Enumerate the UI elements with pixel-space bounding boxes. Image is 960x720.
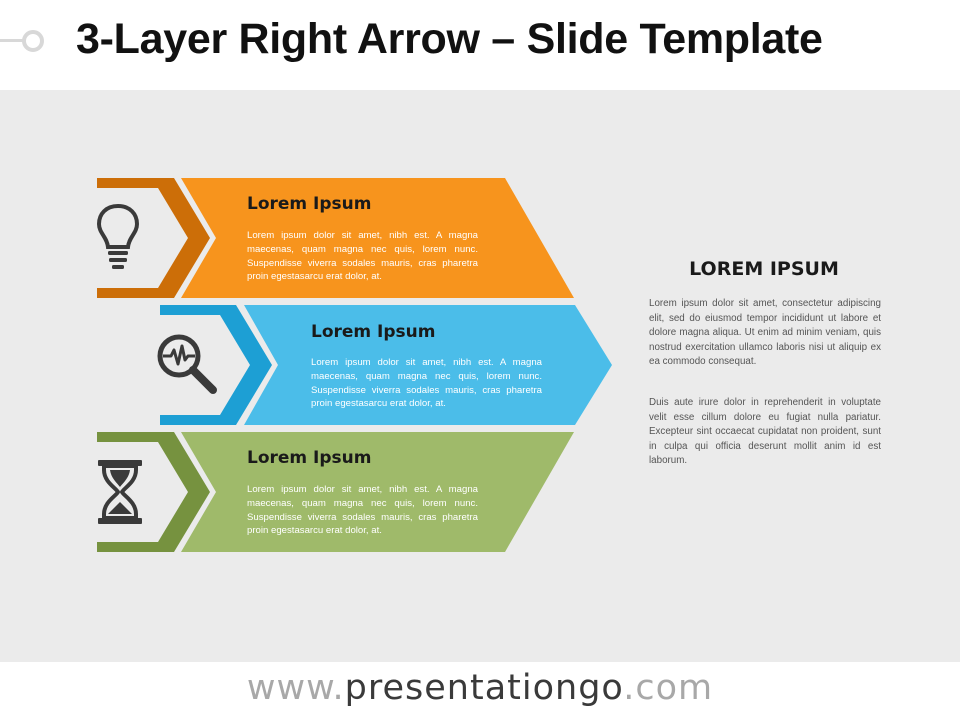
layer-1-chevron bbox=[97, 178, 210, 298]
layer-1-arrow-body bbox=[181, 178, 574, 298]
layer-3-body: Lorem ipsum dolor sit amet, nibh est. A … bbox=[247, 484, 478, 537]
footer-url-link[interactable]: www.presentationgo.com bbox=[0, 668, 960, 708]
layer-1-shapes bbox=[97, 178, 574, 298]
layer-3-heading: Lorem Ipsum bbox=[247, 448, 372, 468]
layer-2-shapes bbox=[160, 305, 612, 425]
lightbulb-icon bbox=[96, 203, 140, 269]
page-title: 3-Layer Right Arrow – Slide Template bbox=[76, 15, 823, 63]
layer-3-chevron bbox=[97, 432, 210, 552]
footer-url-suffix: .com bbox=[623, 668, 714, 708]
layer-1-body: Lorem ipsum dolor sit amet, nibh est. A … bbox=[247, 230, 478, 283]
layer-2-arrow-body bbox=[244, 305, 612, 425]
footer-url-brand: presentationgo bbox=[344, 668, 624, 708]
title-decoration-line bbox=[0, 39, 24, 42]
sidebar-paragraph-1: Lorem ipsum dolor sit amet, consectetur … bbox=[649, 298, 881, 367]
sidebar-title: LOREM IPSUM bbox=[689, 258, 839, 280]
footer-url-prefix: www. bbox=[246, 668, 345, 708]
layer-2-body: Lorem ipsum dolor sit amet, nibh est. A … bbox=[311, 357, 542, 410]
hourglass-icon bbox=[98, 460, 142, 524]
layer-1-heading: Lorem Ipsum bbox=[247, 194, 372, 214]
sidebar-paragraph-2: Duis aute irure dolor in reprehenderit i… bbox=[649, 397, 881, 466]
layer-2-chevron bbox=[160, 305, 272, 425]
footer: www.presentationgo.com bbox=[0, 662, 960, 720]
title-decoration-ring-icon bbox=[22, 30, 44, 52]
layer-3-arrow-body bbox=[181, 432, 574, 552]
magnifier-pulse-icon bbox=[157, 334, 217, 394]
title-bar: 3-Layer Right Arrow – Slide Template bbox=[0, 0, 960, 90]
layer-2-heading: Lorem Ipsum bbox=[311, 322, 436, 342]
layer-3-shapes bbox=[97, 432, 574, 552]
